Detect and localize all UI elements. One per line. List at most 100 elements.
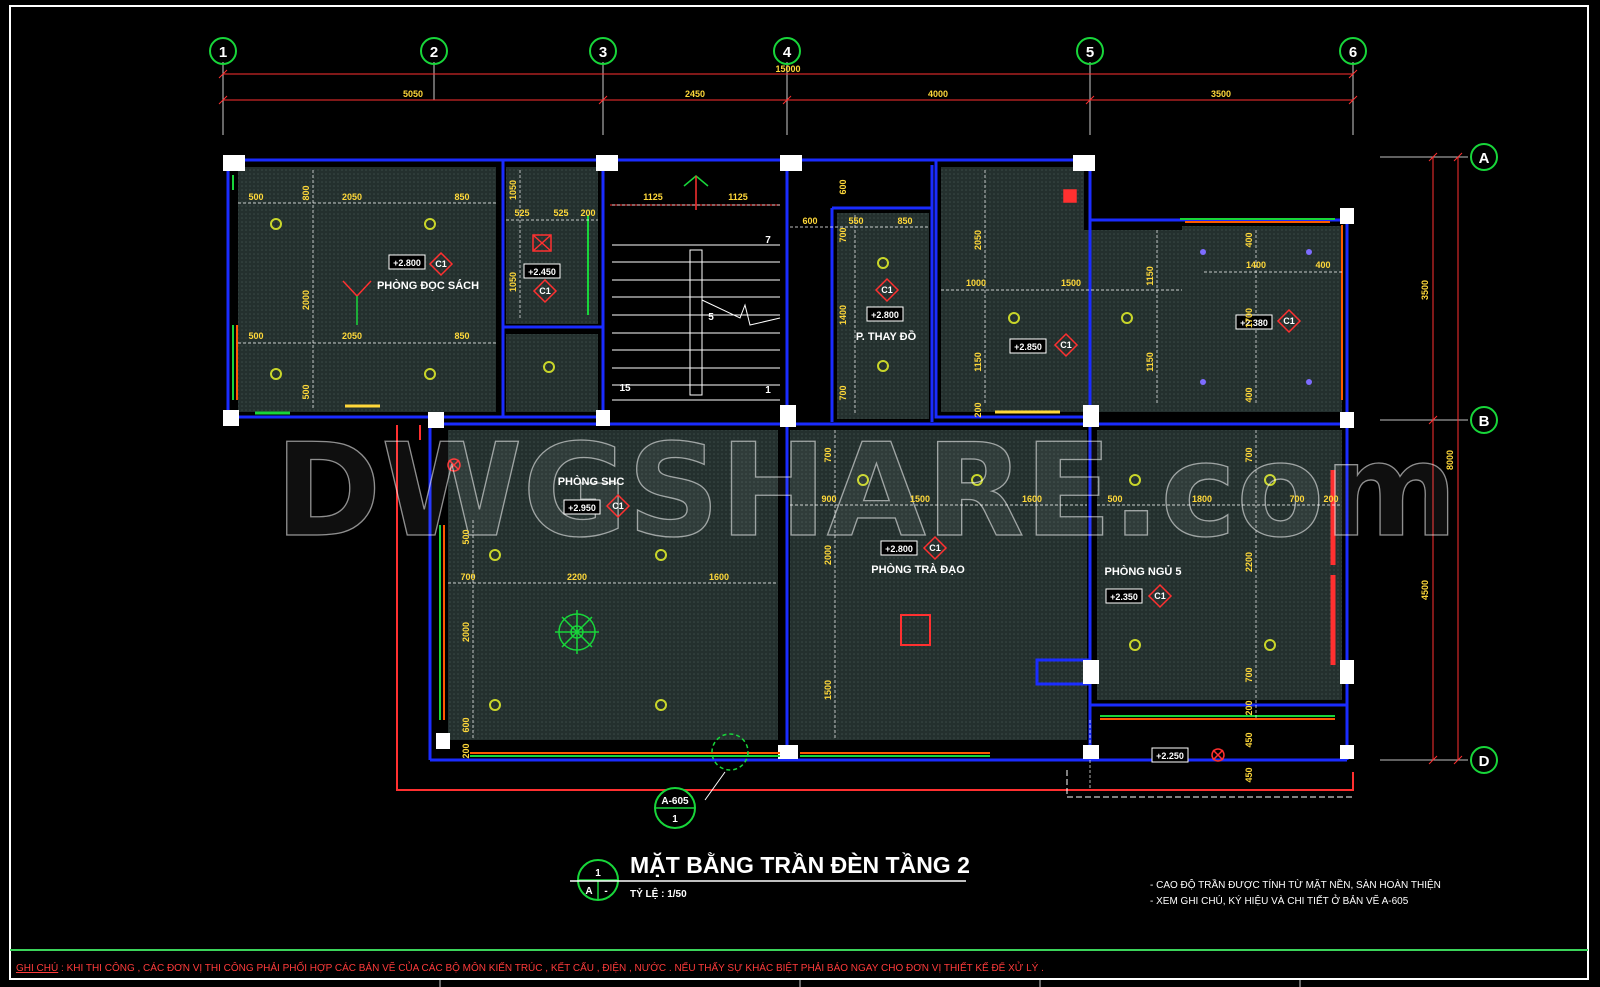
level-mid: +2.850 xyxy=(1014,342,1042,352)
svg-text:C1: C1 xyxy=(1283,316,1295,326)
title-sheet: A xyxy=(585,886,592,897)
svg-text:C1: C1 xyxy=(881,285,893,295)
level-reading: +2.800 xyxy=(393,258,421,268)
svg-text:2050: 2050 xyxy=(973,230,983,250)
staircase xyxy=(610,204,781,401)
svg-text:500: 500 xyxy=(461,529,471,544)
grid-bubbles-right: A B D xyxy=(1470,143,1498,774)
svg-text:15: 15 xyxy=(619,383,631,394)
svg-text:C1: C1 xyxy=(612,501,624,511)
footer-ticks xyxy=(439,978,1301,987)
chandelier-icon xyxy=(555,610,599,654)
stair-dims: 1125 1125 7 5 15 1 xyxy=(619,192,771,396)
footer-label: GHI CHÚ xyxy=(16,961,58,974)
grid-label-A: A xyxy=(1479,150,1490,167)
svg-text:1500: 1500 xyxy=(910,494,930,504)
svg-text:1700: 1700 xyxy=(1244,308,1254,328)
title-block: 1 A - MẶT BẰNG TRẦN ĐÈN TẦNG 2 TỶ LỆ : 1… xyxy=(570,851,970,901)
drawing-scale: TỶ LỆ : 1/50 xyxy=(630,887,687,900)
svg-text:1800: 1800 xyxy=(1192,494,1212,504)
dim-span-B-D: 4500 xyxy=(1420,580,1430,600)
svg-text:500: 500 xyxy=(248,192,263,202)
general-notes: - CAO ĐỘ TRẦN ĐƯỢC TÍNH TỪ MẶT NỀN, SÀN … xyxy=(1150,878,1441,907)
drawing-title: MẶT BẰNG TRẦN ĐÈN TẦNG 2 xyxy=(630,851,970,878)
svg-text:1050: 1050 xyxy=(508,272,518,292)
svg-text:500: 500 xyxy=(248,331,263,341)
window-frames xyxy=(232,175,1343,757)
svg-text:800: 800 xyxy=(301,185,311,200)
dim-span-5-6: 3500 xyxy=(1211,89,1231,99)
svg-text:500: 500 xyxy=(1107,494,1122,504)
section-sheet: A-605 xyxy=(661,796,689,807)
level-balcony: +2.250 xyxy=(1156,751,1184,761)
svg-text:1000: 1000 xyxy=(966,278,986,288)
svg-text:525: 525 xyxy=(553,208,568,218)
room-label-bed5: PHÒNG NGỦ 5 xyxy=(1104,565,1181,578)
level-right: +2.380 xyxy=(1240,318,1268,328)
svg-text:200: 200 xyxy=(580,208,595,218)
change-room-dims: 600 550 850 600 700 1400 700 xyxy=(802,179,912,400)
spot-lights xyxy=(1200,249,1312,385)
svg-text:1400: 1400 xyxy=(1246,260,1266,270)
footer-text: : KHI THI CÔNG , CÁC ĐƠN VỊ THI CÔNG PHẢ… xyxy=(58,960,1044,974)
svg-text:1150: 1150 xyxy=(1145,266,1155,286)
grid-label-3: 3 xyxy=(599,44,607,61)
svg-text:700: 700 xyxy=(1244,667,1254,682)
level-tags: +2.800 +2.450 +2.800 +2.850 +2.380 +2.95… xyxy=(388,254,1273,763)
svg-text:400: 400 xyxy=(1315,260,1330,270)
reading-room-dims: 500 2050 850 800 2000 500 2050 850 500 xyxy=(248,185,469,399)
top-dimensions xyxy=(218,69,1358,105)
svg-text:400: 400 xyxy=(1244,232,1254,247)
shc-room-dims: 500 700 2200 1600 2000 600 200 xyxy=(460,529,729,758)
room-label-tea: PHÒNG TRÀ ĐẠO xyxy=(871,563,965,576)
svg-text:1150: 1150 xyxy=(1145,352,1155,372)
svg-text:C1: C1 xyxy=(435,259,447,269)
section-reference[interactable]: A-605 1 xyxy=(654,733,749,829)
svg-text:550: 550 xyxy=(848,216,863,226)
room-label-reading: PHÒNG ĐỌC SÁCH xyxy=(377,279,479,292)
dim-span-A-B: 3500 xyxy=(1420,280,1430,300)
level-change: +2.800 xyxy=(871,310,899,320)
svg-text:1125: 1125 xyxy=(643,192,663,202)
svg-text:1600: 1600 xyxy=(1022,494,1042,504)
grid-label-6: 6 xyxy=(1349,44,1357,61)
balcony-edge xyxy=(1066,770,1353,798)
svg-text:2000: 2000 xyxy=(461,622,471,642)
svg-text:600: 600 xyxy=(802,216,817,226)
svg-text:2050: 2050 xyxy=(342,192,362,202)
svg-text:450: 450 xyxy=(1244,732,1254,747)
square-fixture-icon xyxy=(900,614,931,646)
svg-text:500: 500 xyxy=(301,384,311,399)
svg-text:2050: 2050 xyxy=(342,331,362,341)
room-dimension-lines xyxy=(238,170,1342,790)
note-2: - XEM GHI CHÚ, KÝ HIỆU VÀ CHI TIẾT Ở BẢN… xyxy=(1150,894,1409,907)
dim-span-4-5: 4000 xyxy=(928,89,948,99)
svg-text:700: 700 xyxy=(838,227,848,242)
svg-text:2200: 2200 xyxy=(1244,552,1254,572)
svg-text:850: 850 xyxy=(454,331,469,341)
grid-bubbles-top: 1 2 3 4 5 6 xyxy=(209,37,1367,65)
svg-text:900: 900 xyxy=(821,494,836,504)
svg-text:700: 700 xyxy=(1289,494,1304,504)
grid-label-5: 5 xyxy=(1086,44,1094,61)
svg-text:700: 700 xyxy=(838,385,848,400)
svg-text:600: 600 xyxy=(461,717,471,732)
grid-label-2: 2 xyxy=(430,44,438,61)
svg-text:200: 200 xyxy=(1244,700,1254,715)
svg-text:1500: 1500 xyxy=(1061,278,1081,288)
svg-text:200: 200 xyxy=(973,402,983,417)
grid-label-4: 4 xyxy=(783,44,792,61)
svg-text:1150: 1150 xyxy=(973,352,983,372)
svg-text:C1: C1 xyxy=(1060,340,1072,350)
grid-label-B: B xyxy=(1479,413,1490,430)
ceiling-type-tags xyxy=(428,251,1302,609)
title-number: 1 xyxy=(595,868,601,879)
watermark: DWGSHARE.com xyxy=(275,417,1458,566)
grid-rows-lines xyxy=(1380,156,1468,761)
svg-text:200: 200 xyxy=(461,743,471,758)
svg-text:600: 600 xyxy=(838,179,848,194)
level-wc: +2.450 xyxy=(528,267,556,277)
ceiling-type-labels: C1 C1 C1 C1 C1 C1 C1 C1 xyxy=(435,259,1295,601)
room-label-shc: PHÒNG SHC xyxy=(558,475,625,488)
footer-note: GHI CHÚ : KHI THI CÔNG , CÁC ĐƠN VỊ THI … xyxy=(16,960,1044,974)
